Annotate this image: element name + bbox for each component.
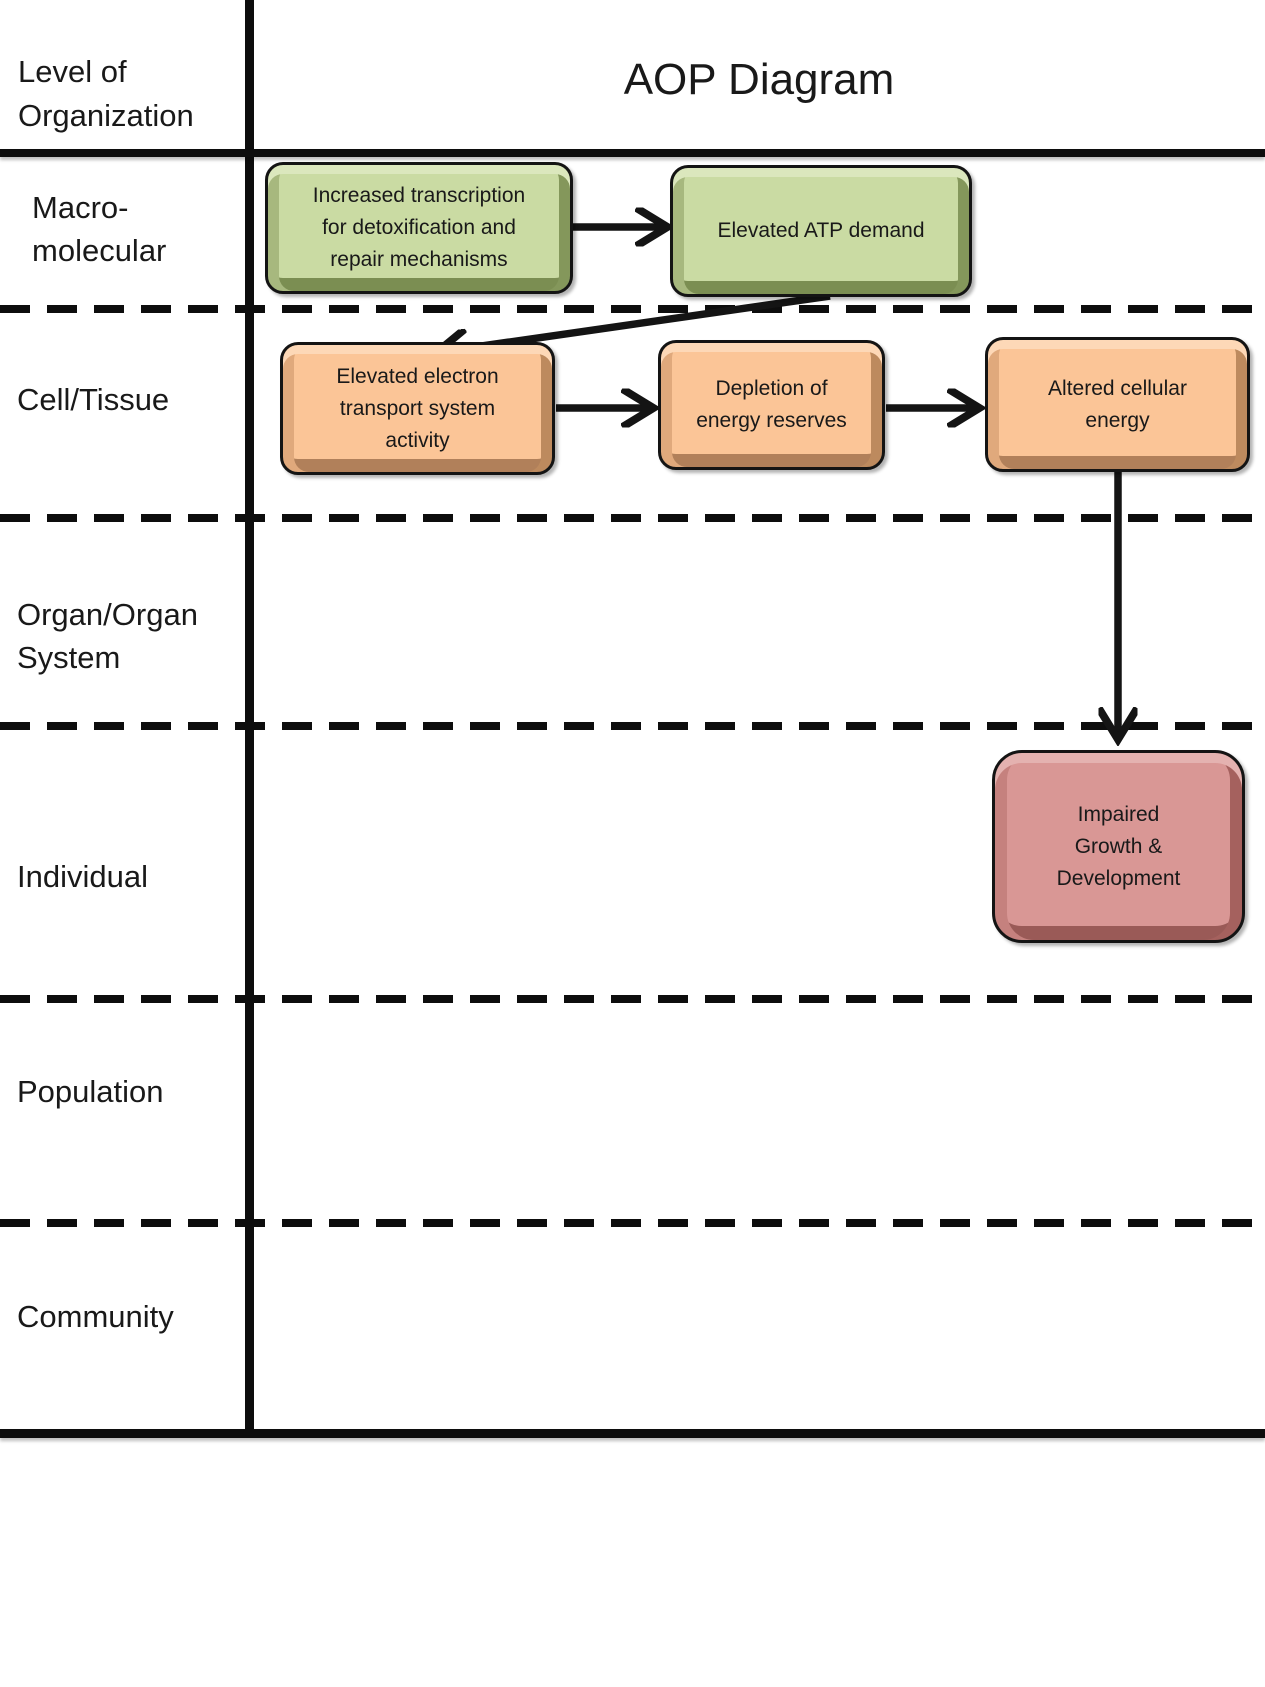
row-label-organ-system: Organ/Organ System: [17, 597, 198, 675]
row-label-macromolecular: Macro- molecular: [32, 190, 167, 268]
page-title: AOP Diagram: [623, 55, 895, 104]
row-divider-population-community: [0, 1219, 1265, 1227]
node-elevated-electron-transport: Elevated electron transport system activ…: [280, 342, 555, 475]
node-increased-transcription: Increased transcription for detoxificati…: [265, 162, 573, 294]
node-depletion-energy-reserves: Depletion of energy reserves: [658, 340, 885, 470]
header-divider-line: [0, 149, 1265, 157]
column-divider-line: [245, 0, 254, 1438]
row-divider-individual-population: [0, 995, 1265, 1003]
row-label-cell-tissue: Cell/Tissue: [17, 382, 170, 417]
row-divider-macromolecular-celltissue: [0, 305, 1265, 313]
node-altered-cellular-energy: Altered cellular energy: [985, 337, 1250, 472]
node-elevated-atp-demand: Elevated ATP demand: [670, 165, 972, 297]
row-divider-organ-individual: [0, 722, 1265, 730]
node-impaired-growth-development: Impaired Growth & Development: [992, 750, 1245, 943]
row-label-community: Community: [17, 1299, 174, 1334]
level-of-organization-label: Level of Organization: [18, 54, 194, 133]
row-label-individual: Individual: [17, 859, 148, 894]
bottom-border-line: [0, 1429, 1265, 1438]
row-label-population: Population: [17, 1074, 164, 1109]
row-divider-celltissue-organ: [0, 514, 1265, 522]
